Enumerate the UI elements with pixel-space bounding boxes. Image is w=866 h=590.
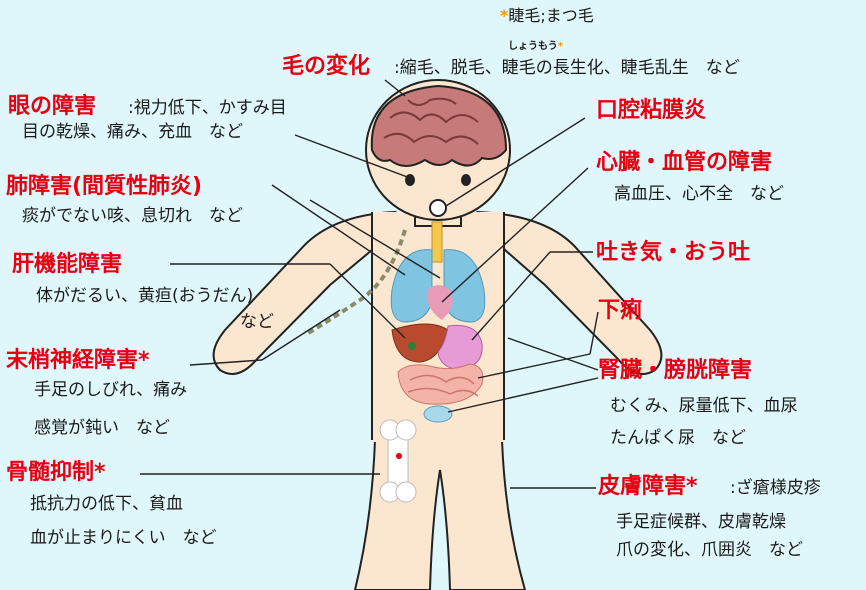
- heart: [427, 285, 453, 320]
- marrow-title-text: 骨髄抑制: [6, 460, 95, 485]
- kidney-title: 腎臓・膀胱障害: [598, 358, 753, 383]
- line-liver-2: [329, 263, 406, 339]
- line-kidney-2: [447, 377, 599, 413]
- footnote-text: 睫毛;まつ毛: [508, 6, 594, 25]
- intestines: [397, 363, 484, 405]
- heart-title: 心臓・血管の障害: [596, 150, 773, 175]
- nerve-line: [303, 229, 407, 337]
- liver-title: 肝機能障害: [12, 252, 123, 277]
- skin-desc1: :ざ瘡様皮疹: [730, 478, 821, 498]
- nerve-title-text: 末梢神経障害: [6, 348, 139, 373]
- skin-desc2: 手足症候群、皮膚乾燥: [616, 512, 786, 532]
- mouth-title: 口腔粘膜炎: [596, 98, 707, 123]
- eye-desc2: 目の乾燥、痛み、充血 など: [22, 122, 243, 142]
- line-diarrhea-2: [477, 353, 591, 379]
- line-hair: [384, 79, 406, 97]
- line-kidney: [507, 337, 599, 371]
- line-mouth: [445, 117, 586, 207]
- lung-title: 肺障害(間質性肺炎): [6, 174, 203, 199]
- marrow-desc1: 抵抗力の低下、貧血: [30, 494, 183, 514]
- line-nerve: [189, 359, 263, 366]
- liver-desc1: 体がだるい、黄疸(おうだん): [36, 286, 254, 306]
- right-arm: [476, 210, 663, 375]
- bladder: [423, 405, 453, 423]
- kidney-desc2: たんぱく尿 など: [610, 428, 746, 448]
- marrow-desc2: 血が止まりにくい など: [30, 528, 217, 548]
- line-heart: [441, 167, 589, 303]
- nerve-desc2: 感覚が鈍い など: [34, 418, 170, 438]
- left-arm: [212, 210, 397, 375]
- liver: [391, 323, 449, 363]
- line-eye: [294, 134, 411, 179]
- skin-title: 皮膚障害*: [598, 476, 698, 498]
- nerve-title: 末梢神経障害*: [6, 350, 150, 372]
- line-lung: [271, 184, 406, 276]
- left-eye: [405, 174, 415, 186]
- bone: [379, 419, 417, 503]
- skin-desc3: 爪の変化、爪囲炎 など: [616, 540, 803, 560]
- hair-title: 毛の変化: [282, 54, 371, 79]
- brain: [370, 84, 508, 167]
- right-lung: [443, 249, 486, 323]
- skin-star: *: [686, 474, 698, 499]
- mouth: [429, 199, 447, 217]
- line-nerve-2: [261, 309, 341, 361]
- heart-desc: 高血圧、心不全 など: [614, 184, 784, 204]
- eye-desc1: :視力低下、かすみ目: [128, 98, 287, 118]
- kidney-desc1: むくみ、尿量低下、血尿: [610, 396, 798, 416]
- hair-ruby-text: しょうもう: [508, 41, 558, 52]
- nerve-star: *: [138, 348, 150, 373]
- nerve-desc1: 手足のしびれ、痛み: [34, 380, 188, 400]
- hair-desc: :縮毛、脱毛、睫毛の長生化、睫毛乱生 など: [394, 58, 740, 78]
- hair-ruby-star: *: [557, 41, 563, 52]
- skin-title-text: 皮膚障害: [598, 474, 687, 499]
- liver-desc2: など: [240, 312, 274, 332]
- marrow-title: 骨髄抑制*: [6, 462, 106, 484]
- marrow-star: *: [94, 460, 106, 485]
- hair-ruby: しょうもう*: [508, 42, 563, 52]
- eye-title: 眼の障害: [8, 94, 97, 119]
- line-lung-2: [309, 199, 441, 279]
- right-eye: [461, 174, 471, 186]
- diarrhea-title: 下痢: [598, 298, 643, 323]
- footnote-star: *: [500, 6, 509, 25]
- nausea-title: 吐き気・おう吐: [596, 240, 751, 265]
- line-diarrhea: [589, 311, 599, 355]
- trachea: [431, 221, 443, 263]
- lung-desc: 痰がでない咳、息切れ など: [22, 206, 243, 226]
- line-nausea-2: [471, 251, 551, 341]
- footnote: *睫毛;まつ毛: [500, 8, 594, 24]
